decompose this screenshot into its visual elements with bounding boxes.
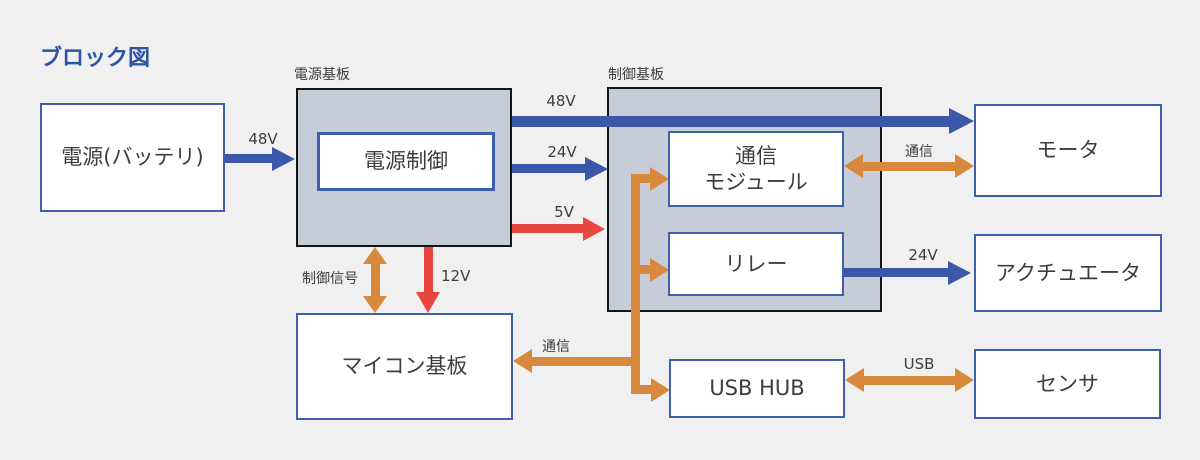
arrow-label-48v: 48V xyxy=(546,92,576,110)
arrowhead-left-icon xyxy=(844,154,863,178)
block-power-control: 電源制御 xyxy=(317,132,495,191)
block-motor: モータ xyxy=(974,104,1162,197)
comm-bus-branch-shaft xyxy=(532,357,640,366)
diagram-title: ブロック図 xyxy=(40,46,151,71)
arrowhead-down-icon xyxy=(363,296,387,313)
block-power-control-label: 電源制御 xyxy=(364,149,448,174)
arrow-shaft xyxy=(424,247,433,293)
block-actuator-label: アクチュエータ xyxy=(995,260,1141,285)
comm-bus-branch-shaft xyxy=(636,265,651,274)
comm-bus-trunk xyxy=(631,174,640,394)
arrowhead-right-icon xyxy=(955,368,974,392)
arrow-label-24v: 24V xyxy=(908,246,938,264)
arrowhead-right-icon xyxy=(585,157,608,181)
arrowhead-right-icon xyxy=(650,258,669,282)
arrow-shaft xyxy=(512,224,584,233)
block-sensor-label: センサ xyxy=(1036,371,1099,396)
control-board-label: 制御基板 xyxy=(608,67,664,83)
arrow-label-24v: 24V xyxy=(547,143,577,161)
arrow-shaft xyxy=(224,154,273,163)
block-usb-hub: USB HUB xyxy=(669,359,845,418)
arrow-label-12v: 12V xyxy=(441,267,471,285)
block-battery-label: 電源(バッテリ) xyxy=(61,145,204,170)
arrowhead-right-icon xyxy=(949,108,974,134)
arrowhead-left-icon xyxy=(513,349,532,373)
arrowhead-right-icon xyxy=(650,167,669,191)
arrowhead-right-icon xyxy=(948,261,971,285)
arrow-label-control-signal: 制御信号 xyxy=(302,271,358,287)
arrow-shaft xyxy=(862,376,956,385)
arrow-shaft xyxy=(512,164,587,173)
block-micon-board-label: マイコン基板 xyxy=(341,354,468,379)
arrow-shaft xyxy=(371,262,380,298)
power-board-label: 電源基板 xyxy=(294,67,350,83)
block-battery: 電源(バッテリ) xyxy=(40,103,225,212)
block-motor-label: モータ xyxy=(1036,138,1100,163)
block-comm-module: 通信 モジュール xyxy=(668,131,844,207)
arrow-label-comm: 通信 xyxy=(542,339,570,355)
arrowhead-down-icon xyxy=(416,292,440,313)
block-sensor: センサ xyxy=(974,349,1161,419)
block-comm-module-label: 通信 モジュール xyxy=(704,143,808,194)
arrow-shaft xyxy=(512,116,950,127)
arrowhead-right-icon xyxy=(583,217,605,241)
comm-bus-branch-shaft xyxy=(636,174,651,183)
arrowhead-left-icon xyxy=(845,368,864,392)
arrow-label-48v: 48V xyxy=(248,130,278,148)
arrow-shaft xyxy=(844,268,950,277)
block-relay: リレー xyxy=(668,232,844,296)
block-actuator: アクチュエータ xyxy=(974,234,1162,312)
comm-bus-branch-shaft xyxy=(636,385,652,394)
block-relay-label: リレー xyxy=(724,251,788,276)
arrow-shaft xyxy=(861,162,956,171)
arrowhead-up-icon xyxy=(363,247,387,264)
arrow-label-comm: 通信 xyxy=(905,144,933,160)
arrowhead-right-icon xyxy=(955,154,974,178)
block-usb-hub-label: USB HUB xyxy=(709,376,805,401)
arrowhead-right-icon xyxy=(651,378,670,402)
arrow-label-5v: 5V xyxy=(554,203,574,221)
arrowhead-right-icon xyxy=(272,147,295,171)
arrow-label-usb: USB xyxy=(903,355,935,373)
block-micon-board: マイコン基板 xyxy=(296,313,513,420)
